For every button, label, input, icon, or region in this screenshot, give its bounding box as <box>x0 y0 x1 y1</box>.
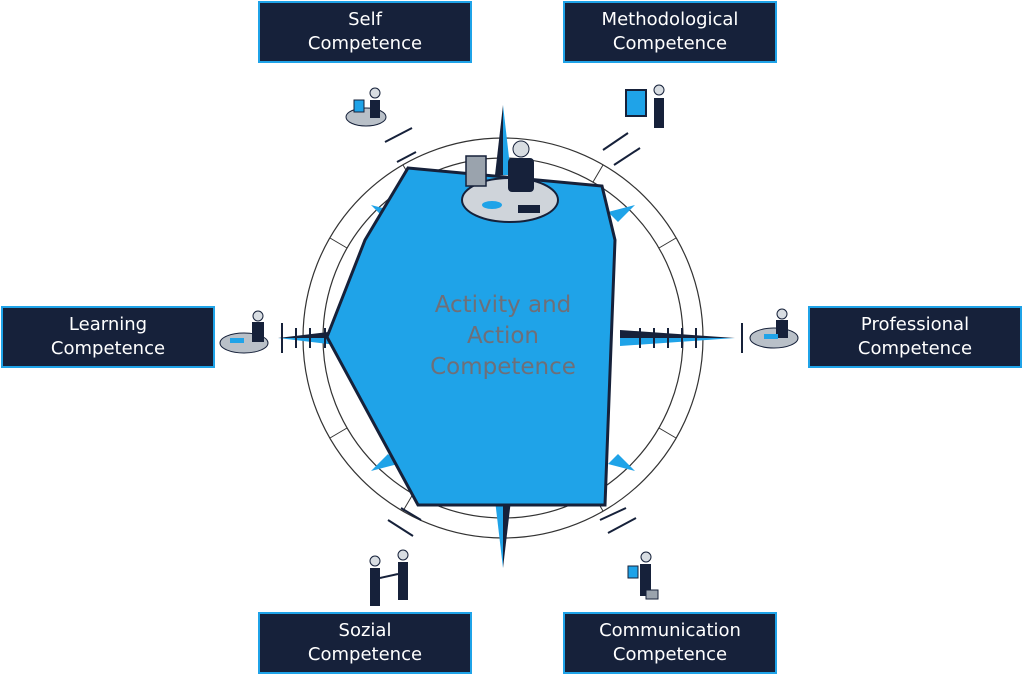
learning-line1: Learning <box>68 314 148 335</box>
center-hexagon <box>325 166 617 507</box>
sozial-handshake-icon <box>369 549 409 606</box>
professional-line2: Competence <box>857 338 973 359</box>
compass-north-needle <box>495 105 511 175</box>
communication-line2: Competence <box>612 644 728 665</box>
communication-competence-box: Communication Competence <box>563 612 777 674</box>
communication-person-icon <box>627 551 659 600</box>
workstation-icon <box>461 140 559 223</box>
professional-competence-box: Professional Competence <box>808 306 1022 368</box>
communication-line1: Communication <box>599 620 741 641</box>
methodological-line2: Competence <box>612 33 728 54</box>
center-label-line2: Action <box>466 323 540 349</box>
methodological-line1: Methodological <box>601 9 739 30</box>
center-label-line1: Activity and <box>434 292 572 318</box>
professional-person-icon <box>749 308 799 349</box>
self-competence-box: Self Competence <box>258 1 472 63</box>
self-line2: Competence <box>307 33 423 54</box>
sozial-line2: Competence <box>307 644 423 665</box>
center-label: Activity and Action Competence <box>398 290 608 383</box>
sozial-line1: Sozial <box>338 620 392 641</box>
learning-person-icon <box>219 310 269 354</box>
self-line1: Self <box>348 9 382 30</box>
sozial-competence-box: Sozial Competence <box>258 612 472 674</box>
learning-line2: Competence <box>50 338 166 359</box>
center-label-line3: Competence <box>430 354 576 380</box>
learning-competence-box: Learning Competence <box>1 306 215 368</box>
compass-east-needle <box>620 330 735 346</box>
methodological-competence-box: Methodological Competence <box>563 1 777 63</box>
professional-line1: Professional <box>860 314 970 335</box>
methodological-person-icon <box>625 84 665 128</box>
axis-scale-marks <box>281 127 743 537</box>
compass-south-needle <box>495 500 511 568</box>
self-person-icon <box>345 87 387 127</box>
